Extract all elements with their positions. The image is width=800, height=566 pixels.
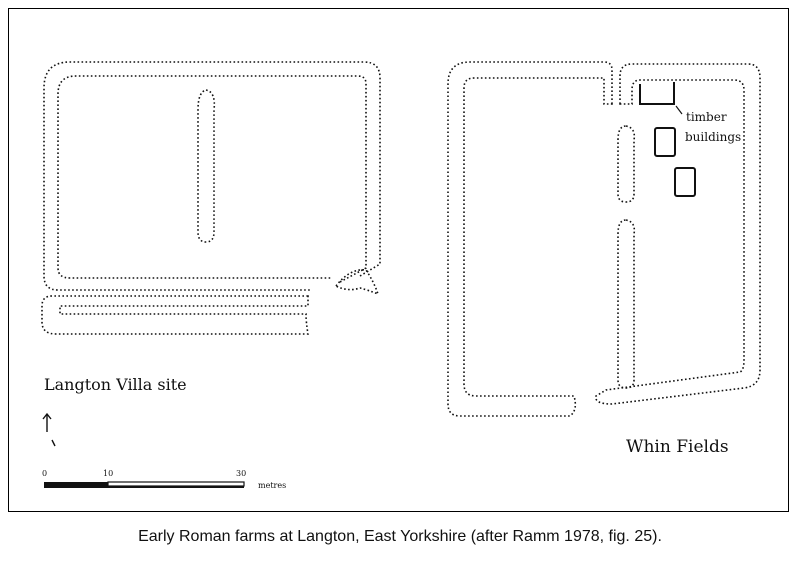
villa-terminal-knob [334,269,380,296]
whin-upper-inner-ditch [617,125,636,203]
timber-buildings [639,82,696,197]
villa-annex-ditch [41,295,309,335]
scale-bar: 0 10 30 metres [42,469,286,490]
whin-long-inner-ditch [617,219,636,389]
scale-tick-30: 30 [236,469,246,478]
scale-tick-0: 0 [42,469,47,478]
scale-tick-10: 10 [103,469,113,478]
figure-frame [8,8,789,512]
timber-building-1 [639,82,675,105]
right-site-label: Whin Fields [626,437,729,457]
annotation-timber: timber [686,110,727,124]
timber-building-2 [654,127,676,157]
villa-outer-ditch [43,61,381,291]
whin-fields-ditches [447,61,761,417]
annotation-buildings: buildings [685,130,741,144]
whin-outer-ditch [447,61,613,417]
timber-building-3 [674,167,696,197]
villa-central-ditch [197,89,216,243]
villa-inner-ditch [57,75,367,283]
scale-unit: metres [258,481,286,490]
whin-right-ditch [595,63,761,405]
left-site-label: Langton Villa site [44,375,187,394]
figure-caption: Early Roman farms at Langton, East Yorks… [138,528,662,545]
langton-villa-ditches [41,61,381,335]
annotation-leader [675,105,683,115]
north-arrow [42,412,56,447]
